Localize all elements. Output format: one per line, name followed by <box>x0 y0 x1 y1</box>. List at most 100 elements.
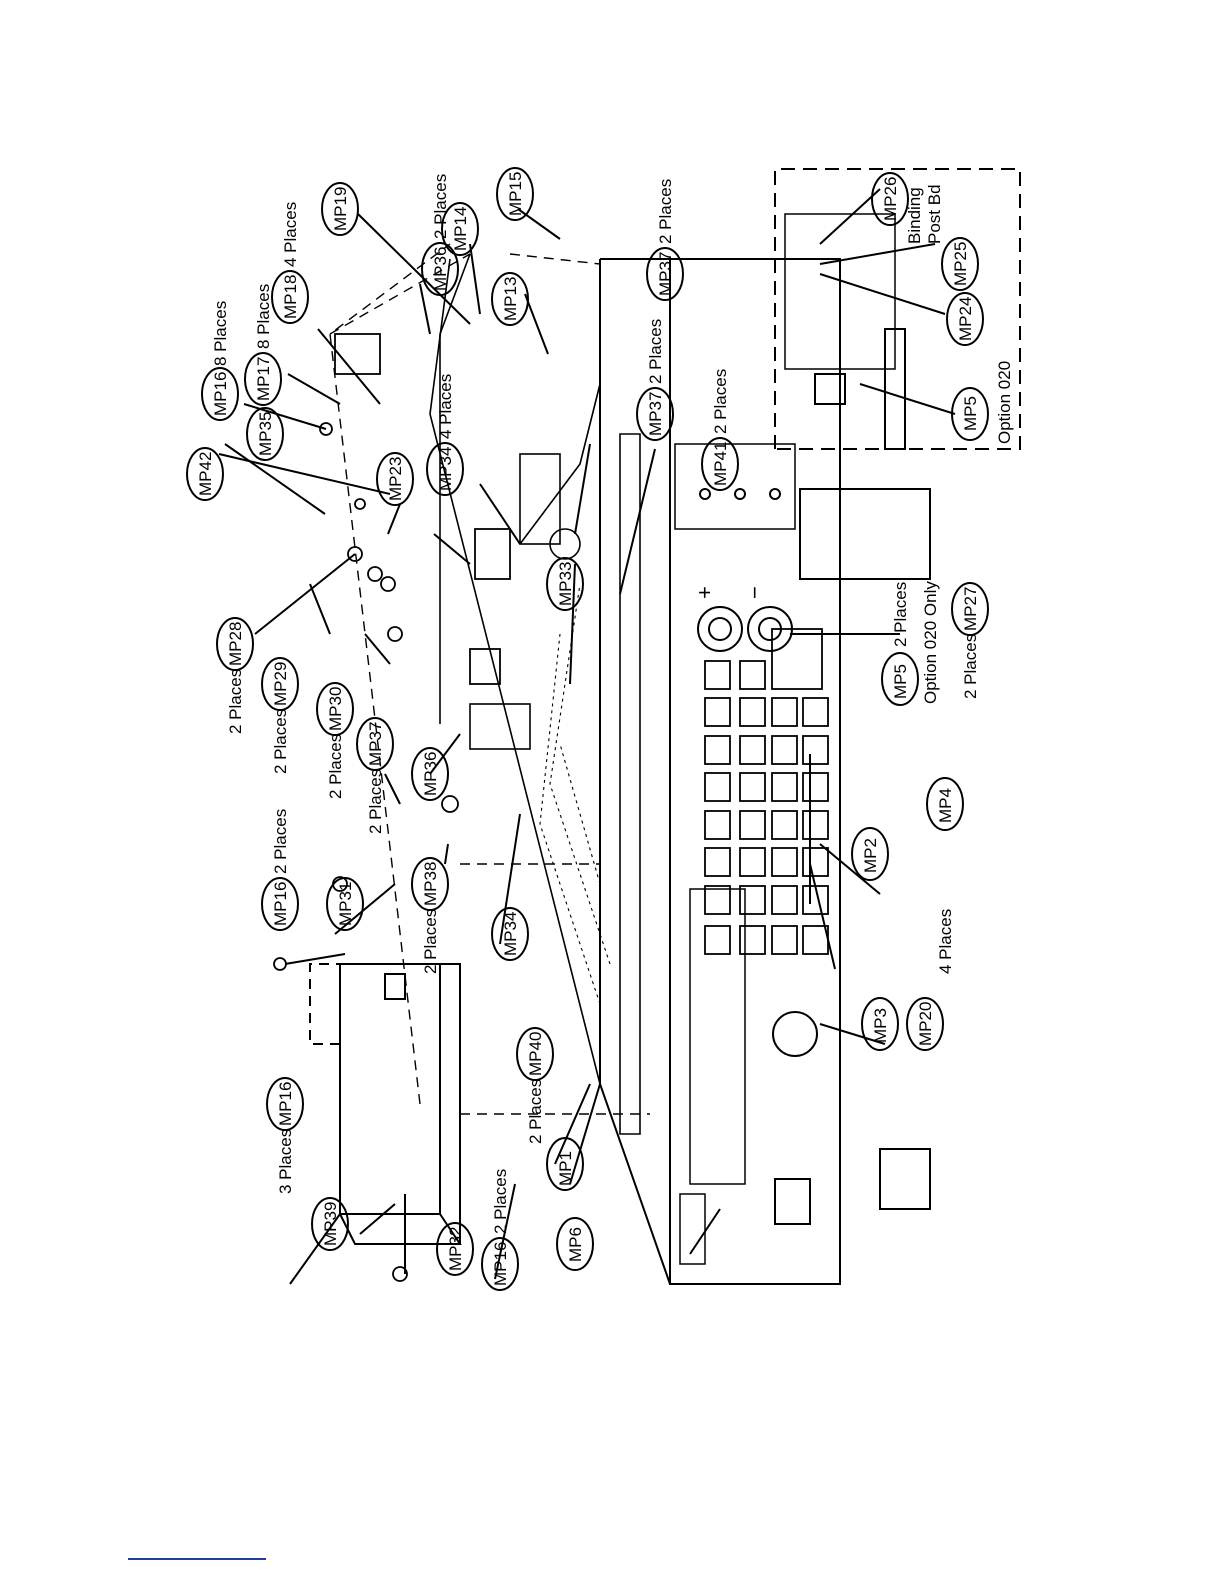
rear-cover-plate <box>334 333 381 375</box>
callout-mp34-top: MP34 <box>436 447 455 491</box>
callout-mp33: MP33 <box>556 562 575 606</box>
callout-mp37-b: MP37 <box>646 392 665 436</box>
callout-mp20: MP20 <box>916 1002 935 1046</box>
callout-mp13: MP13 <box>501 277 520 321</box>
callout-mp42: MP42 <box>196 452 215 496</box>
callout-mp24: MP24 <box>956 297 975 341</box>
callout-mp16-top-note: 8 Places <box>211 301 230 366</box>
power-switch[interactable] <box>774 1178 811 1225</box>
callout-mp5: MP5 <box>891 664 910 699</box>
screw-icon <box>347 546 363 562</box>
callout-mp41-note: 2 Places <box>711 369 730 434</box>
callout-mp32: MP32 <box>446 1227 465 1271</box>
callout-mp30-note: 2 Places <box>326 734 345 799</box>
screw-icon <box>273 957 287 971</box>
callout-mp23: MP23 <box>386 457 405 501</box>
callout-mp1: MP1 <box>556 1151 575 1186</box>
callout-mp17: MP17 <box>254 357 273 401</box>
callout-mp16-c-note: 3 Places <box>276 1129 295 1194</box>
callout-mp28: MP28 <box>226 622 245 666</box>
callout-mp2: MP2 <box>861 838 880 873</box>
callout-leaders <box>218 188 956 1285</box>
callout-bubbles <box>186 167 989 1291</box>
callout-mp37-b-note: 2 Places <box>646 319 665 384</box>
callout-mp38: MP38 <box>421 862 440 906</box>
note-binding-post-line1: Binding <box>905 187 924 244</box>
callout-mp3: MP3 <box>871 1008 890 1043</box>
callout-mp36-top: MP36 <box>431 247 450 291</box>
footer-rule <box>128 1558 266 1560</box>
callout-mp16-d-note: 2 Places <box>491 1169 510 1234</box>
front-panel-outline <box>669 258 841 1285</box>
callout-mp36-b: MP36 <box>421 752 440 796</box>
callout-mp25: MP25 <box>951 242 970 286</box>
callout-mp36-top-note: 2 Places <box>431 174 450 239</box>
output-terminal-plus[interactable] <box>697 606 743 652</box>
keypad-keys <box>704 628 829 955</box>
callout-mp16-d: MP16 <box>491 1242 510 1286</box>
callout-mp16-mid: MP16 <box>271 882 290 926</box>
callout-mp40-note: 2 Places <box>526 1079 545 1144</box>
callout-mp41: MP41 <box>711 442 730 486</box>
note-option-020-only: Option 020 Only <box>921 581 940 704</box>
callout-mp18-note: 4 Places <box>281 202 300 267</box>
screw-icon <box>392 1266 408 1282</box>
screw-icon <box>387 626 403 642</box>
callout-mp35: MP35 <box>256 412 275 456</box>
fan-bracket <box>474 528 511 580</box>
clip-icon <box>469 648 501 685</box>
accessory-module <box>309 963 462 1245</box>
note-binding-post-line2: Post Bd <box>925 184 944 244</box>
front-panel-details <box>674 443 818 1265</box>
callout-mp26: MP26 <box>881 177 900 221</box>
foot-mp20 <box>879 1148 931 1210</box>
callout-mp37-a-note: 2 Places <box>656 179 675 244</box>
callout-mp38-note: 2 Places <box>421 909 440 974</box>
washer-icon <box>367 566 383 582</box>
callout-mp16-mid-note: 2 Places <box>271 809 290 874</box>
callout-mp29: MP29 <box>271 662 290 706</box>
display-window <box>689 888 746 1185</box>
option-020-inset <box>774 168 1021 450</box>
callout-mp34-b: MP34 <box>501 912 520 956</box>
front-panel-plus-label: + <box>692 586 717 599</box>
callout-mp5-note: 2 Places <box>891 582 910 647</box>
washer-icon <box>380 576 396 592</box>
callout-mp34-top-note: 4 Places <box>436 374 455 439</box>
callout-mp29-note: 2 Places <box>271 709 290 774</box>
callout-mp37-c: MP37 <box>366 722 385 766</box>
callout-mp31: MP31 <box>336 882 355 926</box>
callout-mp30: MP30 <box>326 687 345 731</box>
hardware-parts <box>273 333 931 1282</box>
callout-mp28-note: 2 Places <box>226 669 245 734</box>
screw-icon <box>319 422 333 436</box>
agilent-logo-plate <box>679 1193 706 1265</box>
internal-chassis <box>429 253 641 1135</box>
nut-icon <box>441 795 459 813</box>
screw-icon <box>332 876 348 892</box>
cover-dashed-outline <box>329 243 650 1115</box>
callout-mp4: MP4 <box>936 788 955 823</box>
front-panel-minus-label: − <box>742 586 767 599</box>
rpg-knob-mp3[interactable] <box>772 1011 818 1057</box>
callout-mp17-note: 8 Places <box>254 284 273 349</box>
callout-mp37-a: MP37 <box>656 252 675 296</box>
binding-post-board <box>784 213 896 370</box>
callout-mp15: MP15 <box>506 172 525 216</box>
screw-icon <box>354 498 366 510</box>
callout-mp19: MP19 <box>331 187 350 231</box>
callout-mp20-note: 4 Places <box>936 909 955 974</box>
keypad <box>704 628 829 955</box>
callout-mp18: MP18 <box>281 275 300 319</box>
callout-mp6: MP6 <box>566 1227 585 1262</box>
callout-labels: MP16 8 Places MP17 8 Places MP18 4 Place… <box>196 172 1014 1286</box>
callout-mp27-note: 2 Places <box>961 634 980 699</box>
internal-dotted-lines <box>539 583 611 1005</box>
note-option-020: Option 020 <box>995 361 1014 444</box>
callout-mp27: MP27 <box>961 587 980 631</box>
callout-mp14: MP14 <box>451 207 470 251</box>
strip-mp27 <box>799 488 931 580</box>
callout-mp37-c-note: 2 Places <box>366 769 385 834</box>
rear-access-panel <box>674 443 796 530</box>
